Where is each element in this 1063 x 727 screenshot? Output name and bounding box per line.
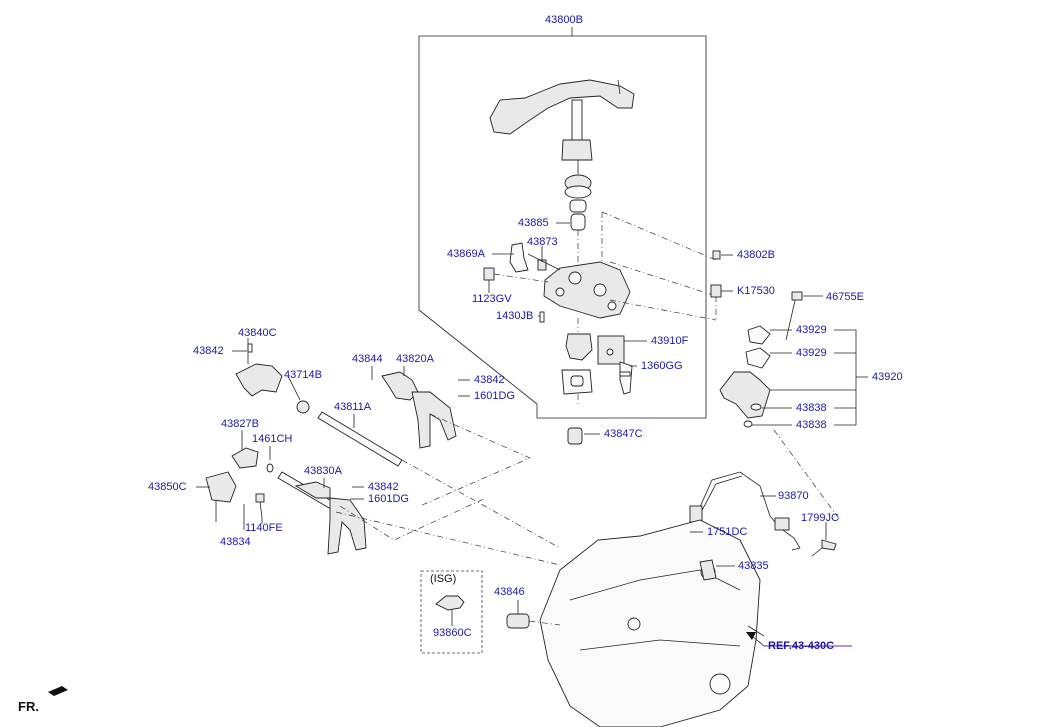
transmission-case <box>539 519 765 727</box>
label-1461CH: 1461CH <box>252 433 293 445</box>
label-43929-b: 43929 <box>796 347 827 359</box>
assembly-frame-43800B <box>418 27 707 419</box>
bolt-43847C <box>567 427 583 445</box>
label-43838-b: 43838 <box>796 419 827 431</box>
label-1751DC: 1751DC <box>707 526 748 538</box>
label-1123GV: 1123GV <box>472 293 512 305</box>
label-43873: 43873 <box>527 236 558 248</box>
label-1601DG-a: 1601DG <box>474 390 515 402</box>
label-43834: 43834 <box>220 536 251 548</box>
label-43885: 43885 <box>518 217 549 229</box>
label-1601DG-b: 1601DG <box>368 493 409 505</box>
label-43847C: 43847C <box>604 428 643 440</box>
interlock-parts <box>205 447 274 522</box>
small-parts-frame <box>483 242 633 395</box>
label-43820A: 43820A <box>396 353 434 365</box>
label-93870: 93870 <box>778 490 809 502</box>
shift-lever-assembly <box>489 79 635 262</box>
label-43714B: 43714B <box>284 369 322 381</box>
label-43929-a: 43929 <box>796 324 827 336</box>
label-1430JB: 1430JB <box>496 310 534 322</box>
guide-lines-right <box>601 211 717 321</box>
label-isg: (ISG) <box>430 573 457 585</box>
label-43846: 43846 <box>494 586 525 598</box>
shift-rail-43830A <box>277 471 561 566</box>
front-arrow-icon <box>48 686 68 696</box>
label-1140FE: 1140FE <box>245 522 283 534</box>
label-K17530: K17530 <box>737 285 775 297</box>
leader-lines <box>196 222 868 647</box>
bolts-right <box>710 250 722 298</box>
label-43844: 43844 <box>352 353 383 365</box>
label-43827B: 43827B <box>221 418 259 430</box>
label-46755E: 46755E <box>826 291 864 303</box>
label-43830A: 43830A <box>304 465 342 477</box>
label-93860C: 93860C <box>433 627 472 639</box>
shift-housing <box>543 261 631 404</box>
label-43802B: 43802B <box>737 249 775 261</box>
label-43842-c: 43842 <box>368 481 399 493</box>
plug-43846 <box>506 613 561 629</box>
bracket-43920 <box>719 291 841 521</box>
label-43842-b: 43842 <box>474 374 505 386</box>
label-43869A: 43869A <box>447 248 485 260</box>
label-43920: 43920 <box>872 371 903 383</box>
reference-link-43-430C[interactable]: REF.43-430C <box>768 640 835 652</box>
front-direction-label: FR. <box>18 699 39 714</box>
label-43850C: 43850C <box>148 481 187 493</box>
isg-box <box>420 570 483 654</box>
label-43840C: 43840C <box>238 327 277 339</box>
fork-43840C <box>235 343 310 414</box>
label-43835: 43835 <box>738 560 769 572</box>
label-1799JC: 1799JC <box>801 512 839 524</box>
sensor-93870 <box>649 471 837 601</box>
label-43842-a: 43842 <box>193 345 224 357</box>
label-1360GG: 1360GG <box>641 360 683 372</box>
label-43838-a: 43838 <box>796 402 827 414</box>
label-43800B: 43800B <box>545 14 583 26</box>
shift-rail-43811A <box>317 371 561 549</box>
label-43811A: 43811A <box>334 401 372 413</box>
label-43910F: 43910F <box>651 335 689 347</box>
